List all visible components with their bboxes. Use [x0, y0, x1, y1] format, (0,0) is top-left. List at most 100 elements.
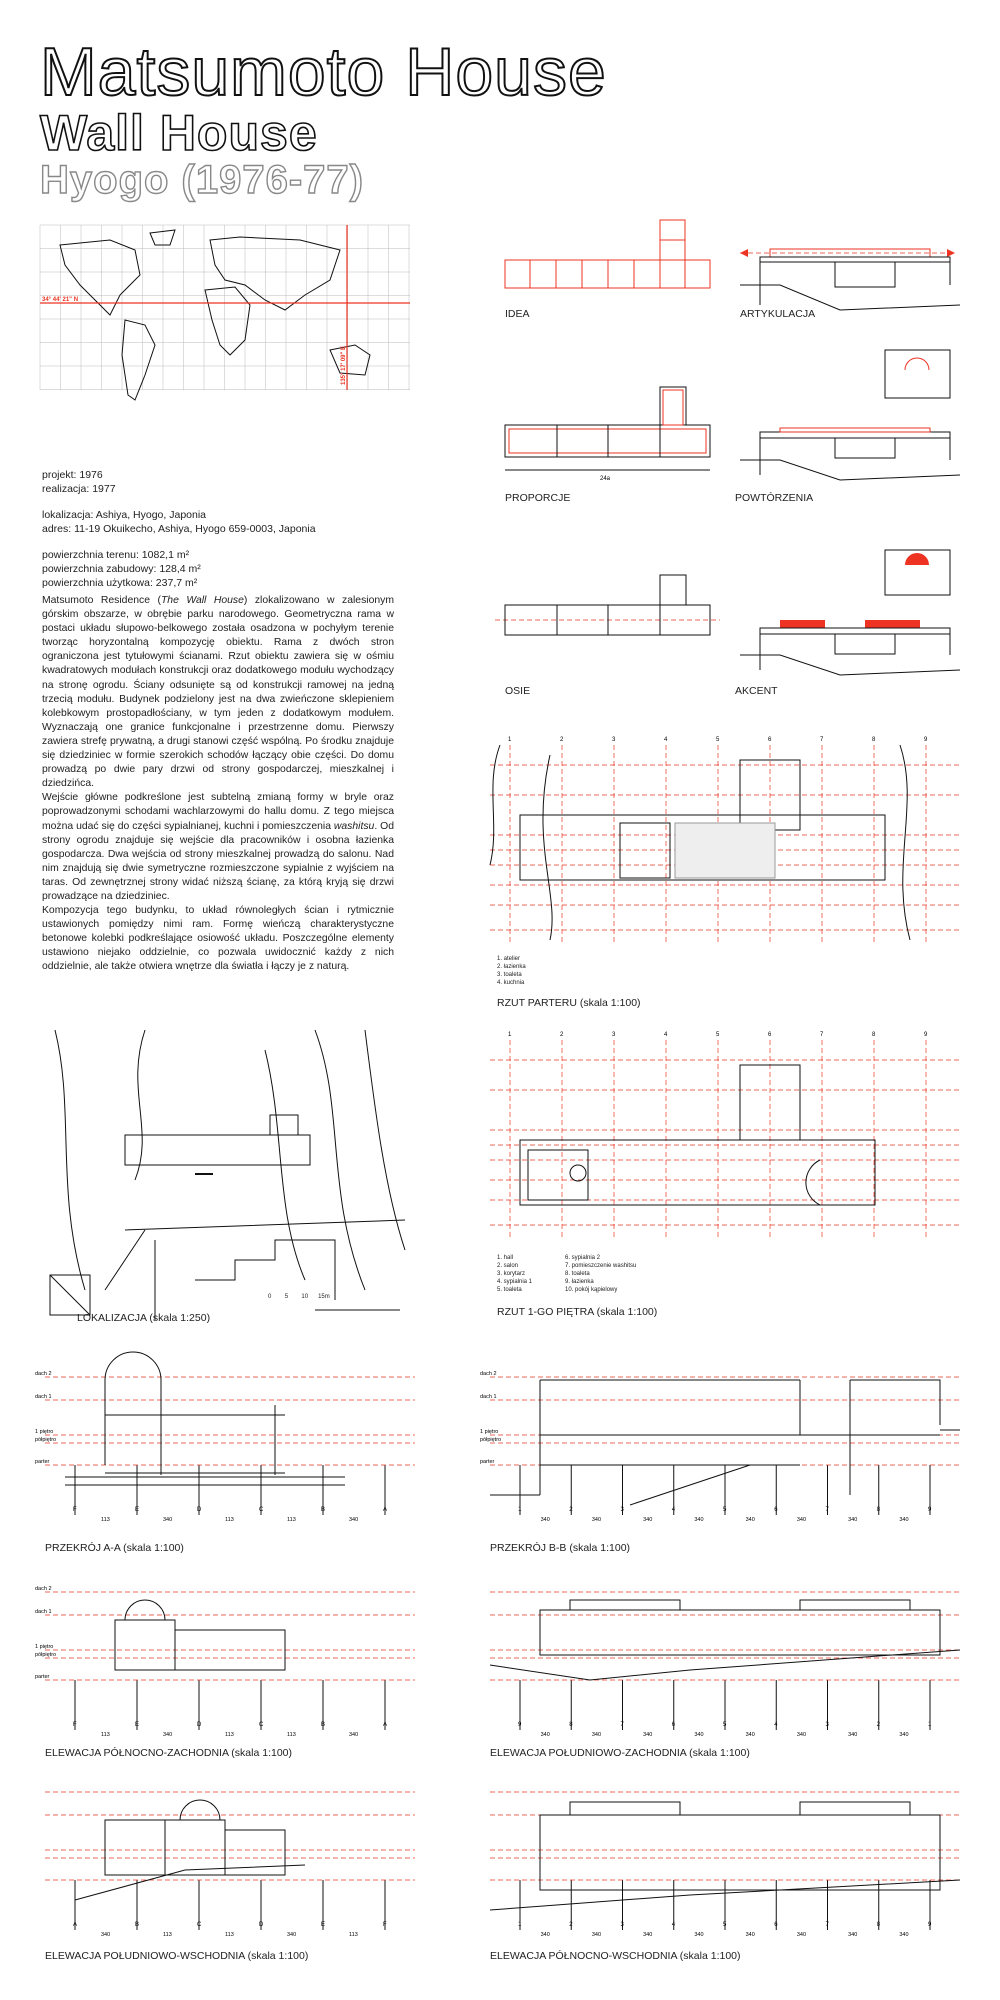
level-label: półpiętro: [480, 1437, 501, 1443]
legend-item: 5. toaleta: [497, 1287, 522, 1293]
level-label: dach 2: [35, 1371, 52, 1377]
scale-bar: 0 5 10 15m: [268, 1294, 368, 1300]
address: adres: 11-19 Okuikecho, Ashiya, Hyogo 65…: [42, 523, 316, 535]
articulation-label: ARTYKULACJA: [740, 308, 816, 320]
axis-label: 1: [508, 737, 512, 743]
longitude-label: 135° 17' 09" E: [341, 346, 347, 385]
axis-label: 5: [716, 737, 720, 743]
level-label: parter: [480, 1459, 495, 1465]
dimension-label: 340: [797, 1932, 806, 1938]
legend-item: 7. pomieszczenie washitsu: [565, 1263, 637, 1269]
built-area: powierzchnia zabudowy: 128,4 m²: [42, 563, 201, 575]
axis-label: 3: [612, 1032, 616, 1038]
description-paragraph-2: Wejście główne podkreślone jest subtelną…: [42, 791, 394, 904]
dimension-label: 340: [899, 1932, 908, 1938]
legend-item: 4. sypialnia 1: [497, 1279, 533, 1285]
axis-label: 2: [560, 1032, 564, 1038]
dimension-label: 340: [848, 1517, 857, 1523]
ground-floor-legend: 1. atelier 2. łazienka 3. toaleta 4. kuc…: [497, 955, 526, 987]
location: lokalizacja: Ashiya, Hyogo, Japonia: [42, 509, 207, 521]
description-paragraph-3: Kompozycja tego budynku, to układ równol…: [42, 905, 394, 973]
text-italic: The Wall House: [160, 595, 244, 606]
axis-label: 7: [820, 737, 824, 743]
idea-label: IDEA: [505, 308, 530, 320]
dimension-label: 340: [746, 1517, 755, 1523]
dimension-label: 340: [643, 1517, 652, 1523]
axis-label: 2: [560, 737, 564, 743]
first-floor-legend: 1. hall 2. salon 3. korytarz 4. sypialni…: [497, 1254, 636, 1294]
scale-tick: 5: [284, 1294, 289, 1300]
usable-area: powierzchnia użytkowa: 237,7 m²: [42, 577, 198, 589]
dimension-label: 340: [163, 1517, 172, 1523]
dimension-label: 340: [848, 1732, 857, 1738]
idea-diagram: [504, 219, 711, 289]
latitude-label: 34° 44' 21" N: [42, 297, 78, 303]
axis-label: 7: [820, 1032, 824, 1038]
axis-label: 6: [768, 737, 772, 743]
axis-label: 3: [612, 737, 616, 743]
legend-item: 10. pokój kąpielowy: [565, 1287, 618, 1293]
project-year: projekt: 1976: [42, 469, 103, 481]
elevation-ne-label: ELEWACJA PÓŁNOCNO-WSCHODNIA (skala 1:100…: [490, 1950, 741, 1962]
dimension-label: 340: [541, 1517, 550, 1523]
dimension-label: 113: [225, 1932, 234, 1938]
dimension-label: 340: [643, 1732, 652, 1738]
site-area: powierzchnia terenu: 1082,1 m²: [42, 549, 190, 561]
world-map: 34° 44' 21" N 135° 17' 09" E: [39, 224, 410, 401]
dimension-label: 113: [225, 1517, 234, 1523]
elevation-nw-label: ELEWACJA PÓŁNOCNO-ZACHODNIA (skala 1:100…: [45, 1747, 293, 1759]
first-floor-label: RZUT 1-GO PIĘTRA (skala 1:100): [497, 1306, 658, 1318]
title-main: Matsumoto House: [39, 34, 607, 110]
site-plan: [49, 1029, 406, 1320]
realization-year: realizacja: 1977: [42, 483, 116, 495]
dimension-label: 113: [225, 1732, 234, 1738]
ground-floor-label: RZUT PARTERU (skala 1:100): [497, 997, 641, 1009]
section-bb: 340340340340340340340340987654321parterp…: [480, 1371, 960, 1523]
dimension-label: 340: [694, 1732, 703, 1738]
axis-label: 8: [872, 1032, 876, 1038]
axis-label: 4: [664, 737, 668, 743]
legend-item: 3. toaleta: [497, 972, 522, 978]
scale-tick: 0: [268, 1294, 272, 1300]
description-paragraph-1: Matsumoto Residence (The Wall House) zlo…: [42, 594, 394, 791]
axis-label: 8: [872, 737, 876, 743]
level-label: dach 2: [480, 1371, 497, 1377]
legend-item: 1. hall: [497, 1255, 514, 1261]
area-block: powierzchnia terenu: 1082,1 m² powierzch…: [42, 548, 201, 590]
level-label: półpiętro: [35, 1652, 56, 1658]
dimension-label: 113: [101, 1732, 110, 1738]
legend-item: 2. salon: [497, 1263, 519, 1269]
proportions-label: PROPORCJE: [505, 492, 571, 504]
accent-label: AKCENT: [735, 685, 778, 697]
axes-label: OSIE: [505, 685, 531, 697]
dimension-label: 340: [694, 1932, 703, 1938]
legend-column: 6. sypialnia 2 7. pomieszczenie washitsu…: [565, 1254, 636, 1294]
text: ) zlokalizowano w zalesionym górskim obs…: [42, 595, 394, 790]
legend-item: 9. łazienka: [565, 1279, 594, 1285]
level-label: dach 2: [35, 1586, 52, 1592]
level-label: dach 1: [35, 1609, 52, 1615]
level-label: 1 piętro: [35, 1644, 53, 1650]
axis-label: 9: [924, 737, 928, 743]
dimension-label: 340: [287, 1932, 296, 1938]
dimension-label: 340: [746, 1932, 755, 1938]
axis-label: 6: [768, 1032, 772, 1038]
section-bb-label: PRZEKRÓJ B-B (skala 1:100): [490, 1542, 631, 1554]
dimension-label: 340: [797, 1732, 806, 1738]
legend-item: 3. korytarz: [497, 1271, 526, 1277]
dimension-label: 340: [592, 1517, 601, 1523]
dimension-label: 340: [541, 1732, 550, 1738]
axis-label: 9: [924, 1032, 928, 1038]
dimension-label: 340: [643, 1932, 652, 1938]
repetitions-diagram: [740, 349, 961, 481]
axis-label: 1: [508, 1032, 512, 1038]
text-italic: washitsu: [333, 820, 375, 832]
dates-block: projekt: 1976 realizacja: 1977: [42, 468, 116, 496]
level-label: półpiętro: [35, 1437, 56, 1443]
legend-column: 1. hall 2. salon 3. korytarz 4. sypialni…: [497, 1254, 565, 1294]
level-label: parter: [35, 1459, 50, 1465]
dimension-label: 340: [797, 1517, 806, 1523]
